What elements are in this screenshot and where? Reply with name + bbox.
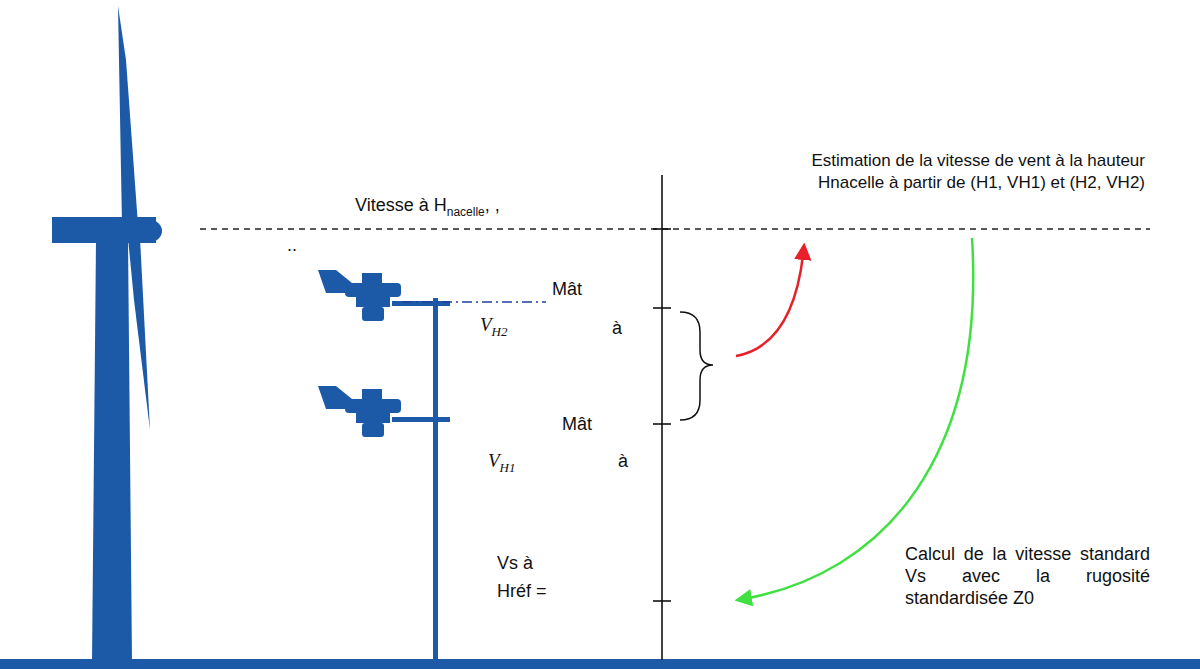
mast-label: Mât (552, 278, 582, 300)
axis-tick (653, 600, 671, 602)
mast-label: à (618, 450, 628, 472)
anemometer (362, 389, 382, 399)
height-line (200, 228, 1150, 229)
label-text: , , (485, 195, 500, 215)
label-text: V (480, 314, 492, 335)
reference-label: Hréf = (497, 580, 547, 602)
anemometer (356, 297, 390, 307)
label-text: à (612, 318, 622, 338)
height-axis (661, 175, 663, 660)
reference-label: Vs à (497, 552, 533, 574)
standard-note: Calcul de la vitesse standard Vs avec la… (905, 543, 1150, 609)
axis-tick (653, 228, 671, 230)
mast-label: à (612, 317, 622, 339)
axis-tick (653, 423, 671, 425)
estimation-note: Estimation de la vitesse de vent à la ha… (785, 150, 1145, 194)
leader-line (402, 301, 546, 303)
anemometer (362, 307, 384, 321)
label-text: Hréf = (497, 581, 547, 601)
dots-mark: .. (287, 234, 297, 256)
label-text: à (618, 451, 628, 471)
mast-arm (392, 301, 450, 306)
label-text: Mât (552, 279, 582, 299)
label-text: V (488, 450, 500, 471)
turbine-blade (118, 6, 138, 225)
turbine-hub (138, 220, 162, 242)
anemometer (345, 399, 401, 413)
anemometer (362, 273, 382, 283)
label-text: Vs à (497, 553, 533, 573)
label-text: nacelle (447, 205, 485, 219)
estimation-arrow (736, 246, 804, 356)
label-text: Calcul de la vitesse standard Vs avec la… (905, 544, 1150, 608)
ground-line (0, 659, 1200, 669)
label-text: Mât (562, 414, 592, 434)
label-text: Estimation de la vitesse de vent à la ha… (811, 151, 1145, 192)
measurement-mast (433, 298, 438, 660)
anemometer (356, 413, 390, 423)
speed-symbol: VH2 (480, 314, 508, 343)
axis-tick (653, 307, 671, 309)
mast-label: Mât (562, 413, 592, 435)
label-text: H2 (492, 324, 508, 339)
turbine-tower (92, 240, 132, 662)
turbine-blade (128, 238, 150, 430)
mast-arm (392, 417, 450, 422)
anemometer (345, 283, 401, 297)
label-text: Vitesse à H (355, 195, 447, 215)
label-text: .. (287, 235, 297, 255)
label-text: H1 (500, 460, 516, 475)
bracket (680, 312, 713, 420)
anemometer (362, 423, 384, 437)
height-caption: Vitesse à Hnacelle, , (355, 194, 500, 223)
speed-symbol: VH1 (488, 450, 516, 479)
